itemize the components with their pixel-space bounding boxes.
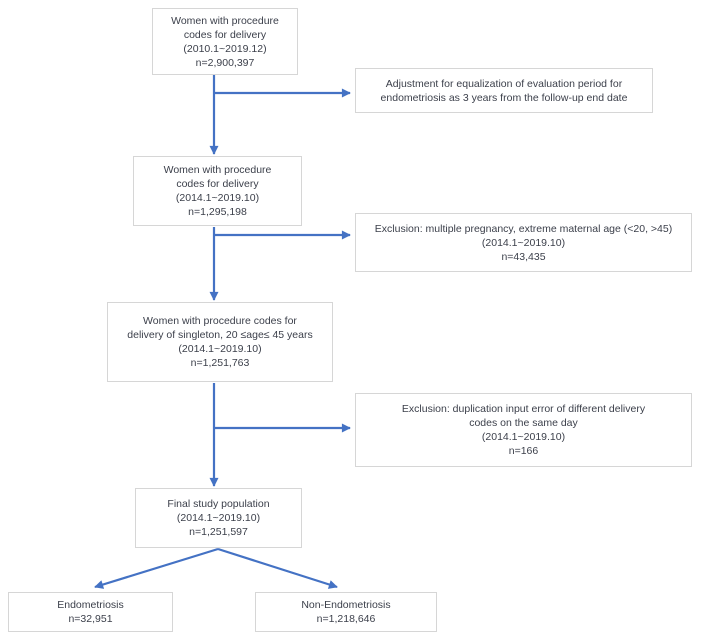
box-text-line: n=1,295,198 bbox=[188, 206, 247, 218]
box-text-line: Women with procedure codes for bbox=[143, 315, 297, 327]
box-text-line: delivery of singleton, 20 ≤age≤ 45 years bbox=[127, 329, 313, 341]
box-text-line: Women with procedure bbox=[171, 14, 279, 27]
box-text-line: (2014.1~2019.10) bbox=[481, 236, 566, 249]
box-text-line: (2010.1~2019.12) bbox=[183, 42, 267, 55]
box-final-study-population: Final study population (2014.1~2019.10) … bbox=[135, 488, 302, 548]
box-text-line: n=1,218,646 bbox=[316, 613, 376, 625]
box-text-line: Exclusion: duplication input error of di… bbox=[401, 403, 646, 415]
box-text-line: n=32,951 bbox=[68, 613, 113, 625]
box-exclusion-duplication: Exclusion: duplication input error of di… bbox=[355, 393, 692, 467]
box-exclusion-pregnancy-age: Exclusion: multiple pregnancy, extreme m… bbox=[355, 213, 692, 272]
box-women-delivery-2010: Women with procedure codes for delivery … bbox=[152, 8, 298, 75]
box-non-endometriosis-group: Non-Endometriosis n=1,218,646 bbox=[255, 592, 437, 632]
box-text-line: endometriosis as 3 years from the follow… bbox=[380, 91, 628, 104]
box-text-line: Final study population bbox=[167, 498, 270, 510]
box-text-line: n=2,900,397 bbox=[195, 56, 255, 69]
box-text-line: codes on the same day bbox=[469, 417, 578, 429]
box-text-line: (2014.1~2019.10) bbox=[481, 431, 566, 443]
connector-final-to-non-endometriosis bbox=[217, 547, 338, 589]
box-text-line: n=1,251,763 bbox=[190, 357, 250, 369]
box-text-line: n=1,251,597 bbox=[189, 526, 248, 538]
box-text-line: codes for delivery bbox=[176, 178, 259, 190]
box-singleton-delivery: Women with procedure codes for delivery … bbox=[107, 302, 333, 382]
box-text-line: Endometriosis bbox=[57, 599, 124, 611]
box-endometriosis-group: Endometriosis n=32,951 bbox=[8, 592, 173, 632]
box-text-line: Exclusion: multiple pregnancy, extreme m… bbox=[374, 222, 673, 235]
box-text-line: n=166 bbox=[508, 445, 539, 457]
box-text-line: (2014.1~2019.10) bbox=[176, 512, 261, 524]
box-text-line: (2014.1~2019.10) bbox=[175, 192, 260, 204]
box-text-line: (2014.1~2019.10) bbox=[178, 343, 262, 355]
box-text-line: codes for delivery bbox=[183, 28, 267, 41]
box-text-line: Women with procedure bbox=[163, 164, 272, 176]
box-text-line: Non-Endometriosis bbox=[301, 599, 391, 611]
box-women-delivery-2014: Women with procedure codes for delivery … bbox=[133, 156, 302, 226]
connector-final-to-endometriosis bbox=[94, 547, 219, 589]
box-text-line: n=43,435 bbox=[501, 250, 546, 263]
box-text-line: Adjustment for equalization of evaluatio… bbox=[385, 77, 623, 90]
box-adjustment-note: Adjustment for equalization of evaluatio… bbox=[355, 68, 653, 113]
